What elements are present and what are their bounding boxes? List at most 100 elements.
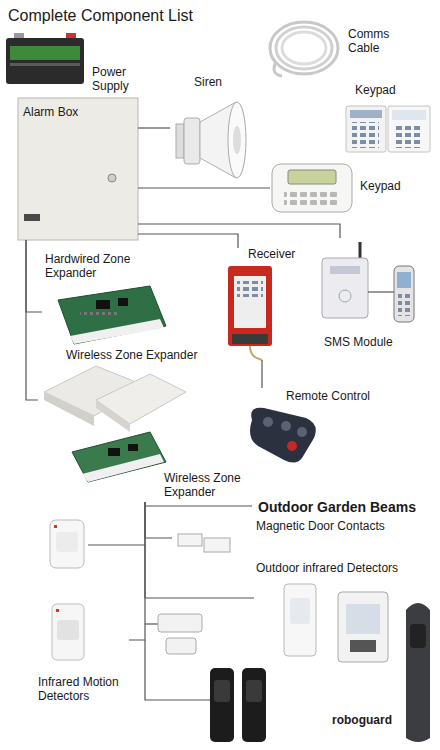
motion-detector-picture bbox=[52, 604, 84, 660]
keypad-picture bbox=[346, 106, 430, 152]
component-label: Siren bbox=[194, 76, 222, 90]
phone-picture bbox=[398, 294, 410, 316]
wireless-housing-picture bbox=[44, 392, 94, 426]
sms-module-picture bbox=[330, 266, 360, 274]
component-label: Keypad bbox=[360, 180, 401, 194]
alarm-box-picture bbox=[18, 98, 138, 240]
alarm-box-picture bbox=[108, 174, 116, 182]
lcd-keypad-picture bbox=[272, 164, 352, 212]
alarm-box-picture bbox=[24, 214, 40, 221]
component-label: Comms Cable bbox=[348, 28, 400, 56]
wireless-housing-picture bbox=[96, 400, 130, 432]
component-label: Power Supply bbox=[92, 66, 144, 94]
door-contact-picture bbox=[145, 614, 202, 654]
component-node: Hardwired Zone Expander bbox=[42, 252, 170, 348]
component-node: roboguard bbox=[328, 668, 436, 746]
connector-line bbox=[145, 502, 172, 538]
sms-module-picture bbox=[322, 242, 368, 318]
hardwired-board-picture bbox=[58, 286, 166, 344]
sms-module-picture bbox=[339, 290, 351, 302]
hardwired-board-picture bbox=[96, 300, 110, 309]
wireless-board-picture bbox=[82, 454, 164, 482]
component-node: Keypad bbox=[343, 84, 433, 154]
component-node: Keypad bbox=[270, 158, 410, 216]
connector-line bbox=[138, 127, 170, 128]
keypad-picture bbox=[346, 106, 386, 152]
remote-control-picture bbox=[297, 427, 307, 437]
siren-picture bbox=[184, 118, 200, 164]
garden-beam-picture bbox=[210, 668, 234, 742]
lcd-keypad-picture bbox=[284, 190, 340, 206]
component-label: Magnetic Door Contacts bbox=[256, 520, 385, 534]
leader-line bbox=[145, 505, 252, 506]
cable-coil-picture bbox=[274, 62, 282, 76]
connector-line bbox=[138, 187, 270, 188]
wireless-board-picture bbox=[72, 432, 166, 482]
phone-picture bbox=[394, 266, 414, 322]
component-node: Alarm Box bbox=[18, 98, 138, 240]
hardwired-board-picture bbox=[118, 298, 128, 306]
remote-control-picture bbox=[281, 421, 291, 431]
door-contact-picture bbox=[166, 638, 196, 654]
wireless-board-picture bbox=[72, 432, 166, 482]
motion-detector-picture bbox=[56, 532, 78, 552]
connector-line bbox=[138, 234, 238, 248]
connector-line bbox=[138, 224, 340, 238]
component-node: Wireless Zone Expander bbox=[68, 438, 254, 502]
component-node: Power Supply bbox=[4, 30, 147, 96]
motion-detector-picture bbox=[50, 520, 145, 568]
siren-picture bbox=[228, 102, 246, 178]
keypad-picture bbox=[352, 122, 379, 148]
hardwired-board-picture bbox=[58, 286, 166, 344]
outdoor-detector-picture bbox=[284, 584, 316, 656]
siren-picture bbox=[176, 124, 184, 158]
motion-detector-picture bbox=[52, 604, 84, 660]
component-label: Remote Control bbox=[286, 390, 370, 404]
connector-line bbox=[145, 502, 254, 598]
hardwired-board-picture bbox=[80, 312, 120, 318]
wireless-housing-picture bbox=[44, 366, 186, 432]
motion-detector-picture bbox=[57, 620, 79, 640]
phone-picture bbox=[368, 291, 394, 292]
component-label: Receiver bbox=[248, 248, 295, 262]
cable-coil-picture bbox=[276, 27, 332, 69]
motion-detector-picture bbox=[88, 544, 145, 545]
door-contact-picture bbox=[145, 623, 158, 624]
component-label: Alarm Box bbox=[23, 106, 78, 120]
roboguard-picture bbox=[410, 624, 426, 648]
title-slot: Complete Component List bbox=[8, 6, 193, 25]
door-contact-picture bbox=[158, 614, 202, 632]
remote-control-picture bbox=[250, 408, 316, 463]
receiver-picture bbox=[250, 346, 262, 360]
siren-picture bbox=[233, 126, 241, 154]
outdoor-detector-picture bbox=[284, 584, 388, 662]
connector-line bbox=[26, 240, 38, 400]
battery-picture bbox=[6, 38, 84, 84]
component-label: Wireless Zone Expander bbox=[164, 472, 250, 500]
alarm-box-picture bbox=[18, 98, 138, 240]
outdoor-detector-picture bbox=[350, 640, 376, 652]
keypad-picture bbox=[388, 106, 430, 152]
receiver-picture bbox=[228, 266, 272, 346]
component-label: SMS Module bbox=[324, 336, 393, 350]
receiver-picture bbox=[232, 334, 268, 344]
phone-picture bbox=[368, 266, 414, 322]
component-label: Hardwired Zone Expander bbox=[45, 253, 131, 281]
component-node: Receiver bbox=[224, 248, 306, 360]
component-node: Outdoor infrared Detectors bbox=[254, 560, 402, 666]
component-node: Infrared Motion Detectors bbox=[34, 600, 129, 708]
receiver-picture bbox=[234, 276, 266, 328]
component-label: roboguard bbox=[332, 714, 392, 728]
motion-detector-picture bbox=[50, 520, 84, 568]
roboguard-picture bbox=[406, 603, 430, 742]
motion-detector-picture bbox=[54, 525, 57, 528]
garden-beam-picture bbox=[145, 640, 266, 742]
cable-coil-picture bbox=[270, 22, 338, 74]
outdoor-detector-picture bbox=[338, 592, 388, 662]
cable-coil-picture bbox=[270, 22, 338, 76]
outdoor-detector-picture bbox=[346, 604, 380, 634]
hardwired-board-picture bbox=[70, 319, 164, 344]
heading-label: Outdoor Garden Beams bbox=[258, 499, 416, 515]
